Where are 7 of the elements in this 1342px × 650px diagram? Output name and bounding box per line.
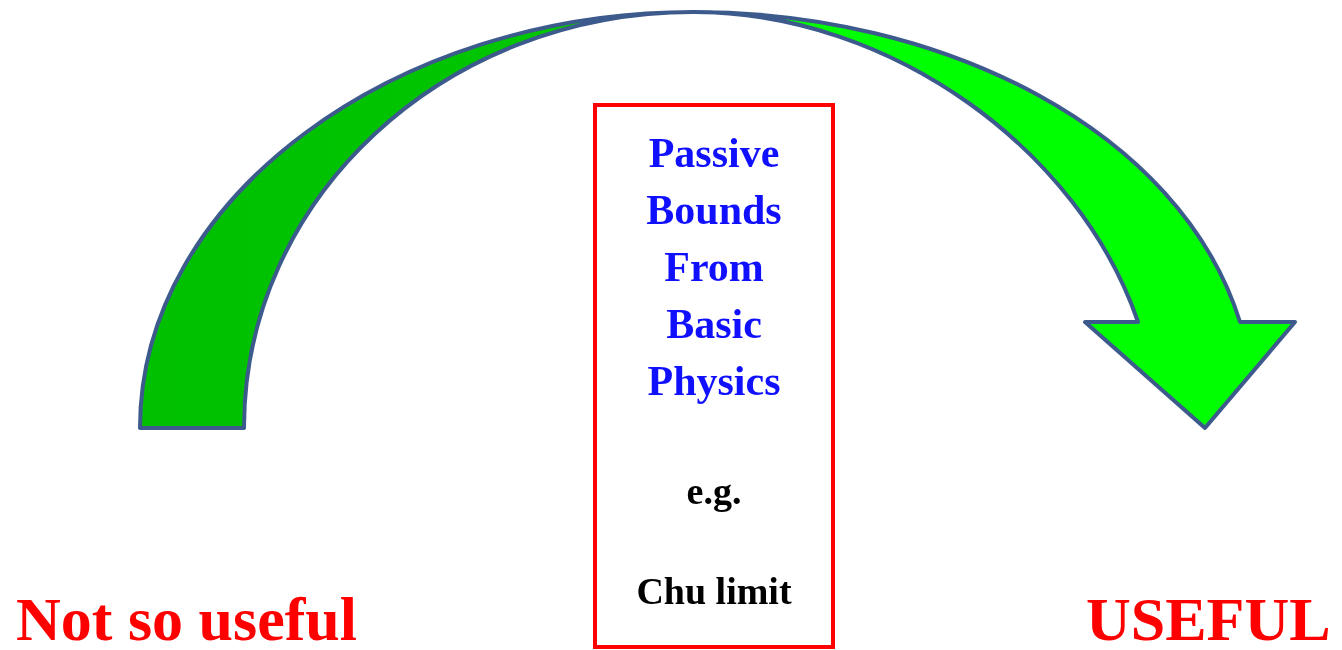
panel-note: e.g. [686,472,742,510]
panel-note: Chu limit [636,572,792,610]
outcome-label: USEFUL [1086,588,1331,650]
curved-block-arrow [138,10,1297,430]
panel-heading: Passive Bounds From Basic Physics [645,129,783,406]
text-panel [593,103,835,649]
outcome-label: Not so useful [16,588,358,650]
